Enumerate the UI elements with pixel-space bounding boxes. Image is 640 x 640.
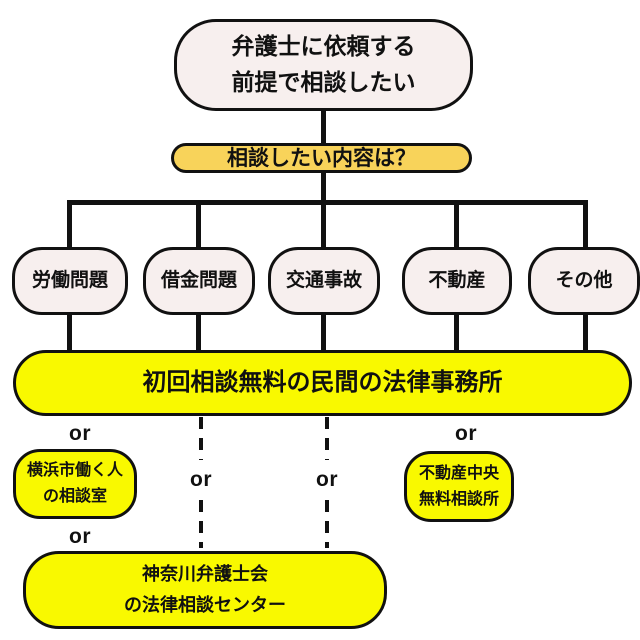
branch-node-real-estate: 不動産 [402, 247, 512, 315]
connector-result-drop-3 [321, 315, 326, 350]
branch-node-debt: 借金問題 [143, 247, 255, 315]
connector-branch-drop-2 [196, 200, 201, 247]
connector-start-question [321, 110, 326, 144]
branch-label-other: その他 [555, 270, 613, 292]
alt-node-kanagawa-bar: 神奈川弁護士会 の法律相談センター [23, 551, 387, 629]
alt-node-yokohama-workers: 横浜市働く人 の相談室 [13, 449, 137, 519]
dashed-connector-1-bottom [199, 500, 203, 548]
dashed-connector-1-top [199, 417, 203, 460]
alt-node-kanagawa-text: 神奈川弁護士会 の法律相談センター [124, 559, 286, 620]
start-node-text: 弁護士に依頼する 前提で相談したい [232, 29, 416, 100]
connector-result-drop-4 [454, 315, 459, 350]
alt-real-estate-line2: 無料相談所 [418, 490, 499, 508]
connector-branch-drop-4 [454, 200, 459, 247]
start-node-line2: 前提で相談したい [231, 69, 416, 95]
connector-result-drop-1 [67, 315, 72, 350]
connector-branch-drop-1 [67, 200, 72, 247]
branch-label-debt: 借金問題 [160, 270, 237, 292]
connector-branch-drop-3 [321, 200, 326, 247]
branch-node-traffic-accident: 交通事故 [268, 247, 380, 315]
or-label-middle-1: or [190, 468, 212, 491]
main-result-label: 初回相談無料の民間の法律事務所 [142, 369, 503, 397]
alt-node-yokohama-text: 横浜市働く人 の相談室 [27, 458, 123, 509]
branch-label-real-estate: 不動産 [428, 270, 486, 292]
or-label-left-top: or [69, 422, 91, 445]
branch-node-labor: 労働問題 [12, 247, 128, 315]
alt-yokohama-line2: の相談室 [42, 488, 107, 505]
connector-branch-drop-5 [583, 200, 588, 247]
or-label-middle-2: or [316, 468, 338, 491]
question-label: 相談したい内容は？ [227, 146, 416, 170]
connector-result-drop-5 [583, 315, 588, 350]
branch-label-labor: 労働問題 [31, 270, 108, 292]
dashed-connector-2-top [325, 417, 329, 460]
alt-kanagawa-line1: 神奈川弁護士会 [142, 564, 268, 585]
main-result-node: 初回相談無料の民間の法律事務所 [13, 350, 632, 416]
or-label-right: or [455, 422, 477, 445]
alt-kanagawa-line2: の法律相談センター [124, 595, 286, 615]
start-node: 弁護士に依頼する 前提で相談したい [174, 19, 473, 111]
alt-node-real-estate-text: 不動産中央 無料相談所 [419, 461, 499, 512]
dashed-connector-2-bottom [325, 500, 329, 548]
branch-rail [68, 200, 588, 205]
alt-yokohama-line1: 横浜市働く人 [26, 462, 123, 480]
question-pill: 相談したい内容は？ [171, 143, 472, 173]
connector-result-drop-2 [196, 315, 201, 350]
branch-label-traffic-accident: 交通事故 [285, 270, 362, 292]
branch-node-other: その他 [528, 247, 640, 315]
start-node-line1: 弁護士に依頼する [231, 33, 416, 60]
alt-node-real-estate-center: 不動産中央 無料相談所 [404, 451, 514, 522]
alt-real-estate-line1: 不動産中央 [418, 464, 499, 482]
connector-question-branches [321, 172, 326, 205]
or-label-left-bottom: or [69, 525, 91, 548]
